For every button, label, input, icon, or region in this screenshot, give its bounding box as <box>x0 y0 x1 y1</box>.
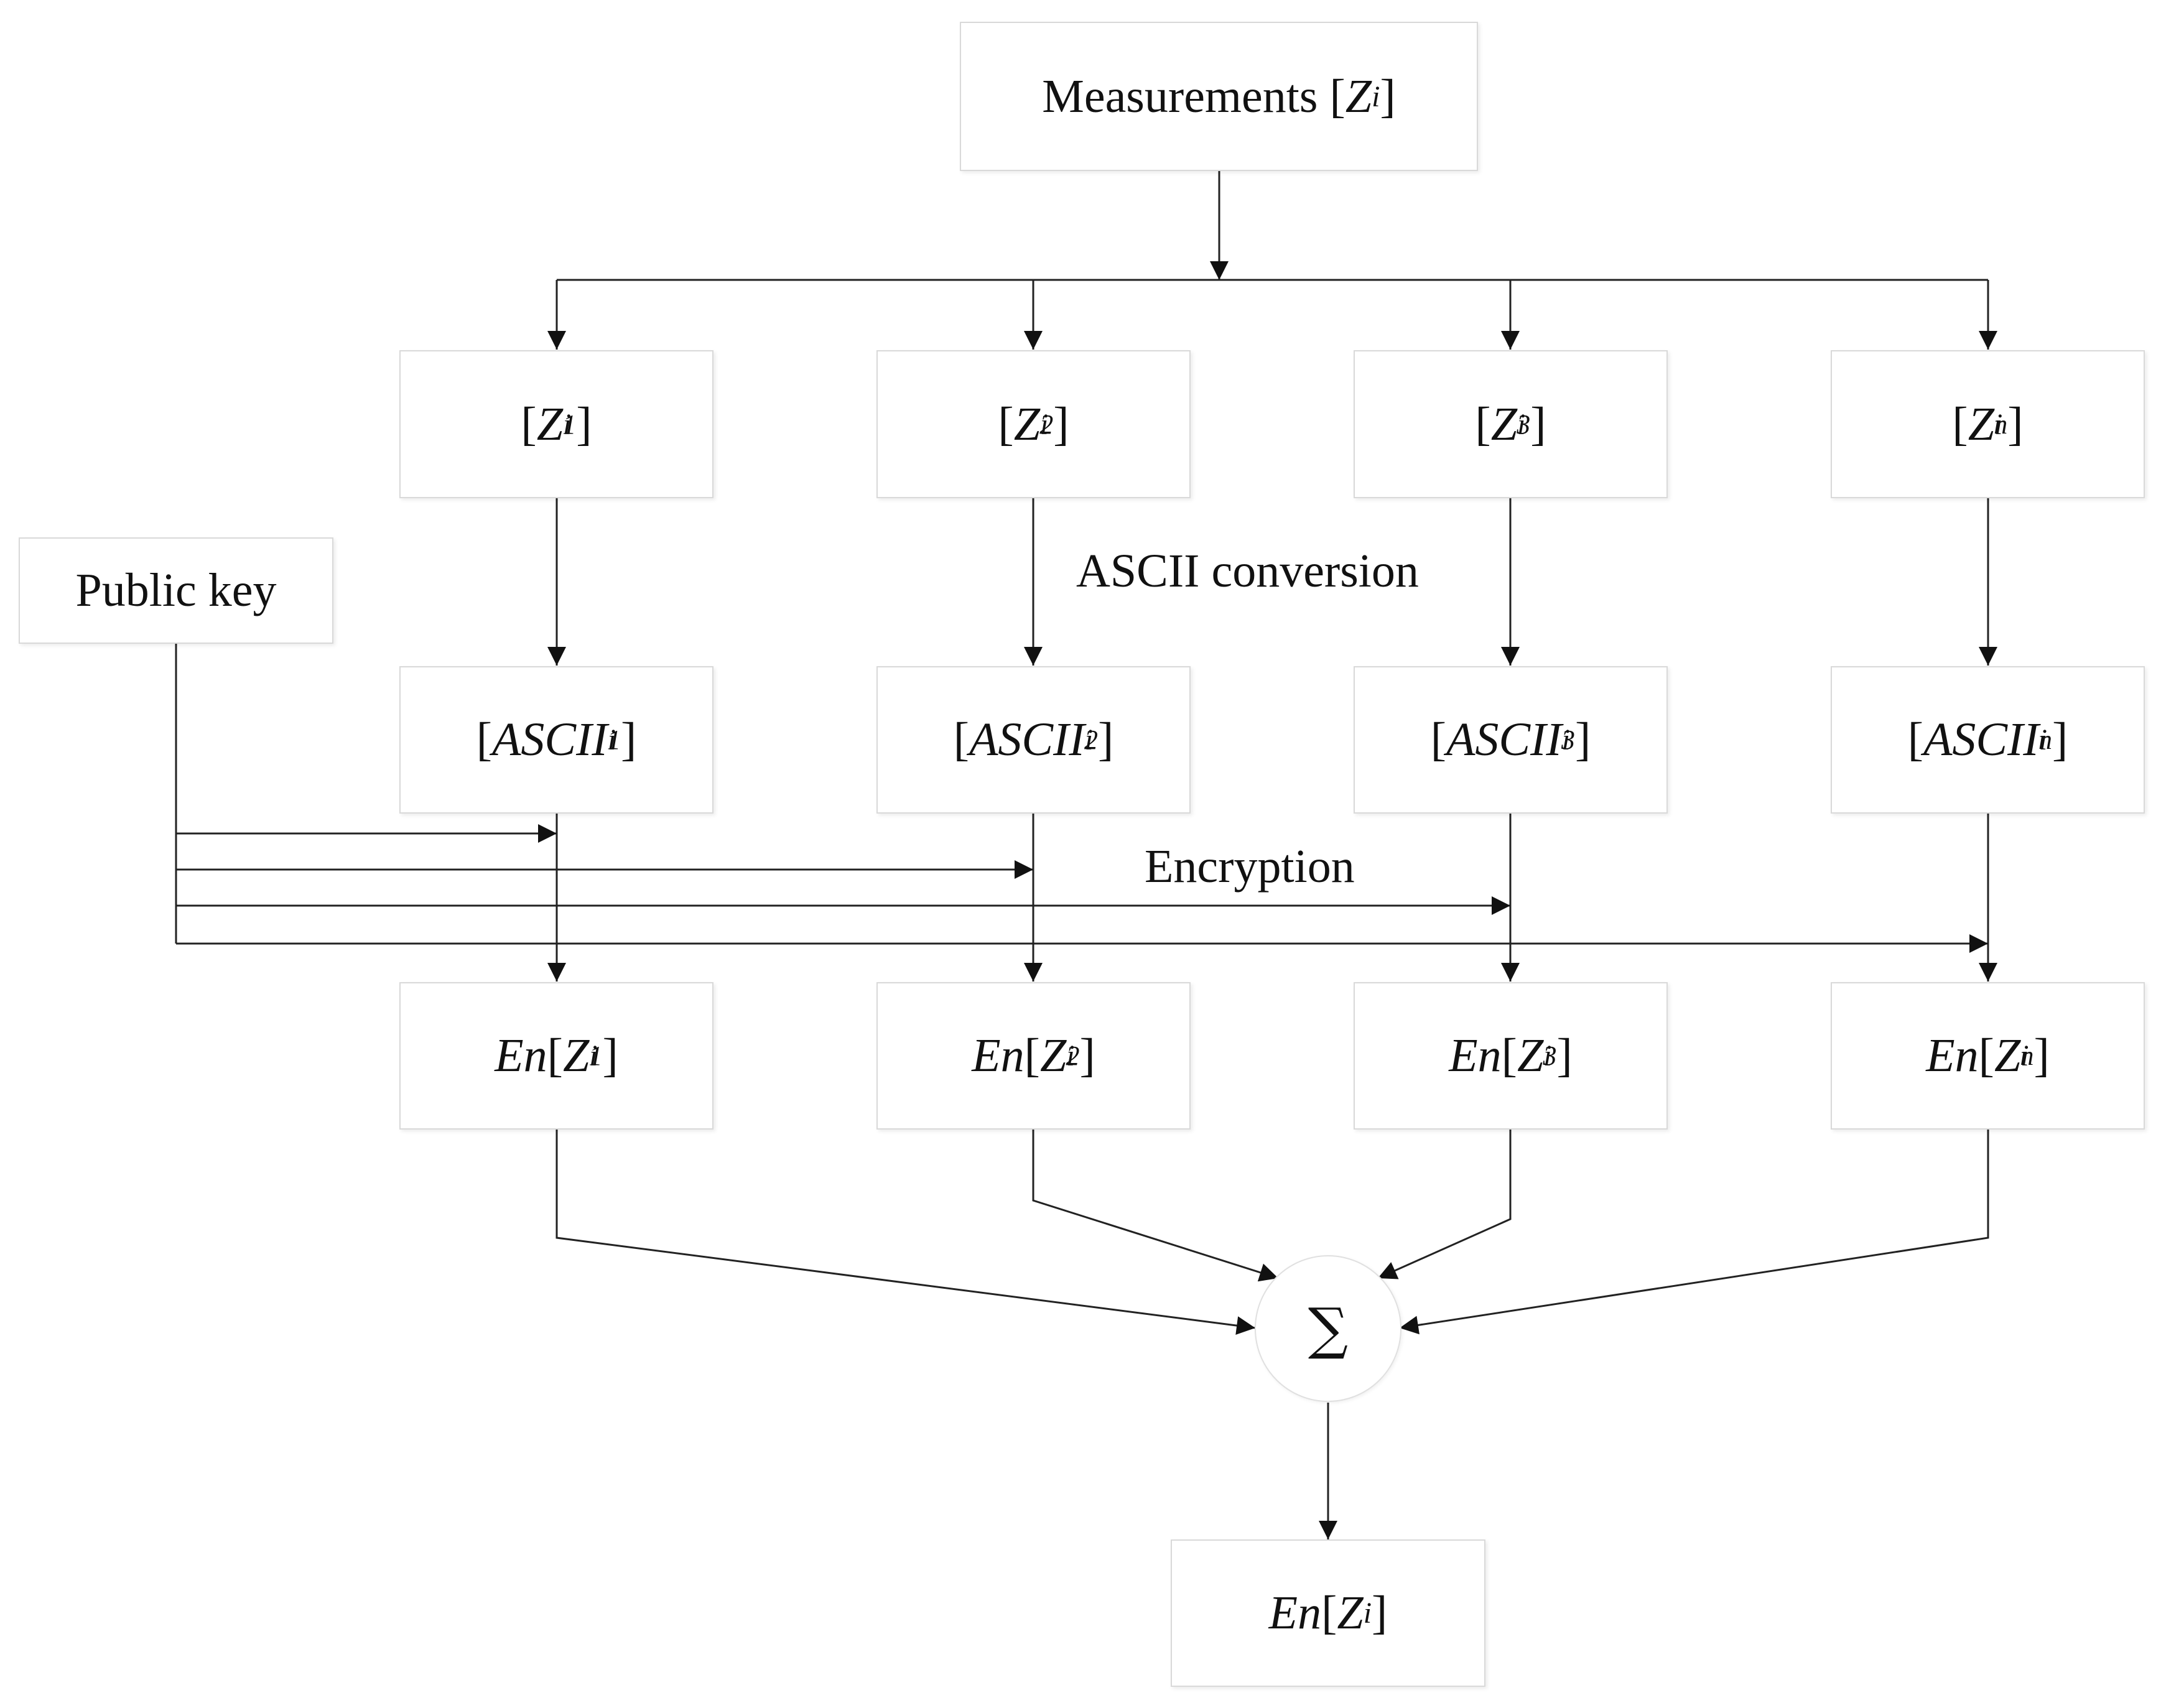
ascii-conversion-label: ASCII conversion <box>1076 545 1419 597</box>
encryption-label: Encryption <box>1145 840 1355 893</box>
arrow-en1-sum <box>555 1130 1256 1335</box>
public-key-box: Public key <box>19 537 333 644</box>
arrow-en2-sum <box>1032 1130 1279 1282</box>
measurements-prefix: Measurements [ <box>1042 70 1345 123</box>
arrow-en4-sum <box>1399 1130 1989 1335</box>
measurements-sub: i <box>1372 80 1380 113</box>
measurements-suffix: ] <box>1380 70 1396 123</box>
measurements-var: Z <box>1345 70 1372 123</box>
public-key-label: Public key <box>75 564 277 616</box>
sigma-icon: ∑ <box>1308 1296 1349 1362</box>
sum-node: ∑ <box>1255 1255 1401 1402</box>
arrow-en3-sum <box>1377 1130 1512 1279</box>
